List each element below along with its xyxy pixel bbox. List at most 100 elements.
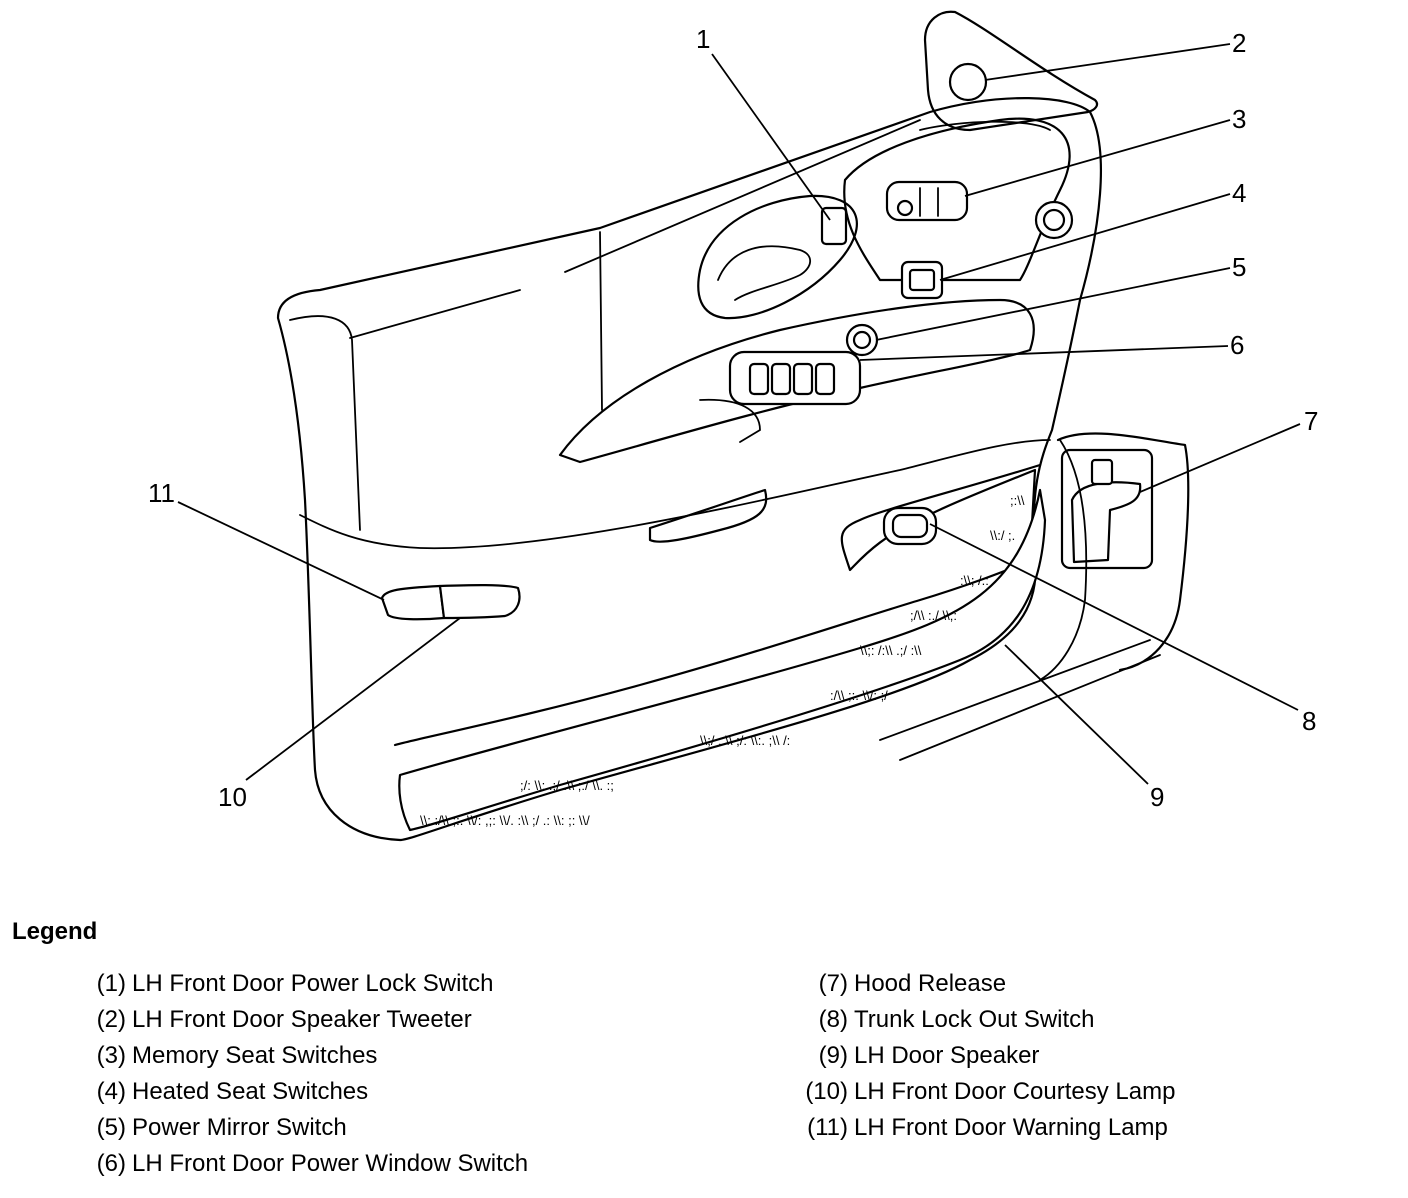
svg-text:;:\\: ;:\\ bbox=[1010, 493, 1025, 508]
legend-item-label: Power Mirror Switch bbox=[132, 1114, 347, 1141]
legend-item-number: (11) bbox=[807, 1114, 848, 1141]
tweeter-speaker bbox=[948, 62, 988, 102]
upper-bezel bbox=[843, 117, 1071, 282]
legend-column-right: (7)Hood Release (8)Trunk Lock Out Switch… bbox=[782, 966, 1342, 1146]
legend-item-number: (6) bbox=[96, 1150, 126, 1177]
door-trim-seam bbox=[564, 119, 921, 273]
legend-item-label: LH Front Door Courtesy Lamp bbox=[854, 1078, 1176, 1105]
legend-column-left: (1)LH Front Door Power Lock Switch (2)LH… bbox=[60, 966, 680, 1182]
legend-item-label: LH Front Door Warning Lamp bbox=[854, 1114, 1168, 1141]
map-pocket-rim bbox=[393, 463, 1042, 747]
speaker-grille-texture: \\: :/\\ ;:. \\/: ,;: \\/. :\\ ;/ .: \\:… bbox=[420, 493, 1025, 828]
svg-text::/\\ ;:. \\/: ;/: :/\\ ;:. \\/: ;/ bbox=[830, 688, 888, 703]
leader-2 bbox=[984, 43, 1231, 81]
legend-item: (2)LH Front Door Speaker Tweeter bbox=[60, 1002, 680, 1038]
legend-item-number: (7) bbox=[818, 970, 848, 997]
door-panel-diagram: \\: :/\\ ;:. \\/: ,;: \\/. :\\ ;/ .: \\:… bbox=[148, 10, 1318, 842]
legend-item-number: (9) bbox=[818, 1042, 848, 1069]
hood-release-lever bbox=[1090, 458, 1114, 486]
leader-6 bbox=[859, 345, 1229, 361]
svg-text::\\; /.:: :\\; /.: bbox=[960, 573, 989, 588]
trunk-lockout-button bbox=[891, 513, 929, 539]
callout-4: 4 bbox=[1232, 178, 1246, 208]
legend-item-label: LH Front Door Speaker Tweeter bbox=[132, 1006, 472, 1033]
sill-line-1 bbox=[879, 639, 1151, 741]
hood-release-housing bbox=[1056, 432, 1190, 672]
legend-item-label: LH Front Door Power Window Switch bbox=[132, 1150, 529, 1177]
callout-9: 9 bbox=[1150, 782, 1164, 812]
leader-9 bbox=[1004, 644, 1149, 785]
legend-item: (7)Hood Release bbox=[782, 966, 1342, 1002]
door-trim-seam-2 bbox=[349, 289, 521, 339]
leader-4 bbox=[939, 193, 1231, 281]
svg-text:\\;/ :.\\ ;/: \\:. ;\\ /:: \\;/ :.\\ ;/: \\:. ;\\ /: bbox=[700, 733, 790, 748]
legend-item-number: (8) bbox=[818, 1006, 848, 1033]
warning-lamp bbox=[380, 584, 446, 621]
legend-item: (4)Heated Seat Switches bbox=[60, 1074, 680, 1110]
memory-seat-switch bbox=[885, 180, 969, 222]
door-trim-vertical bbox=[599, 231, 603, 411]
upper-bezel-inner bbox=[919, 120, 1051, 131]
leader-1 bbox=[711, 53, 831, 221]
legend-item-label: Hood Release bbox=[854, 970, 1007, 997]
callout-10: 10 bbox=[218, 782, 247, 812]
legend-item-number: (2) bbox=[96, 1006, 126, 1033]
leader-3 bbox=[964, 119, 1231, 197]
svg-text:\\;: /:\\ .;/ :\\: \\;: /:\\ .;/ :\\ bbox=[860, 643, 922, 658]
legend-item-label: Heated Seat Switches bbox=[132, 1078, 369, 1105]
pull-pocket bbox=[648, 488, 768, 543]
leader-5 bbox=[875, 267, 1231, 341]
callout-1: 1 bbox=[696, 24, 710, 54]
power-window-switches bbox=[748, 362, 836, 396]
heated-seat-button bbox=[908, 268, 936, 292]
svg-text:;/\\ :./ \\;:: ;/\\ :./ \\;: bbox=[910, 608, 957, 623]
door-speaker-grille bbox=[398, 488, 1047, 832]
memory-seat-button bbox=[896, 199, 914, 217]
svg-text:;/: \\: .;/ :\\ ;:/ \\. :;: ;/: \\: .;/ :\\ ;:/ \\. :; bbox=[520, 778, 614, 793]
legend-item: (6)LH Front Door Power Window Switch bbox=[60, 1146, 680, 1182]
door-panel-inner-edge bbox=[289, 315, 361, 531]
legend-item-number: (5) bbox=[96, 1114, 126, 1141]
power-mirror-knob bbox=[852, 330, 872, 350]
hood-release-handle bbox=[1070, 481, 1142, 564]
legend-item: (10)LH Front Door Courtesy Lamp bbox=[782, 1074, 1342, 1110]
legend-item: (1)LH Front Door Power Lock Switch bbox=[60, 966, 680, 1002]
legend-item: (5)Power Mirror Switch bbox=[60, 1110, 680, 1146]
callout-5: 5 bbox=[1232, 252, 1246, 282]
legend-item-label: Memory Seat Switches bbox=[132, 1042, 378, 1069]
door-rear-edge bbox=[1039, 439, 1088, 681]
legend-item: (8)Trunk Lock Out Switch bbox=[782, 1002, 1342, 1038]
armrest-upper-edge bbox=[299, 439, 1051, 550]
leader-11 bbox=[177, 501, 385, 601]
legend-item-label: Trunk Lock Out Switch bbox=[854, 1006, 1095, 1033]
legend-title: Legend bbox=[12, 918, 98, 945]
callout-2: 2 bbox=[1232, 28, 1246, 58]
callout-3: 3 bbox=[1232, 104, 1246, 134]
leader-8 bbox=[929, 523, 1299, 711]
callout-11: 11 bbox=[148, 478, 175, 508]
legend-item-number: (1) bbox=[96, 970, 126, 997]
leader-10 bbox=[245, 617, 461, 781]
tweeter-pillar bbox=[923, 10, 1099, 132]
door-handle-bezel bbox=[697, 194, 858, 320]
door-knob-inner bbox=[1042, 208, 1066, 232]
courtesy-lamp bbox=[438, 584, 521, 620]
legend-item-label: LH Door Speaker bbox=[854, 1042, 1040, 1069]
leader-7 bbox=[1139, 423, 1301, 493]
legend-item: (3)Memory Seat Switches bbox=[60, 1038, 680, 1074]
legend-item-label: LH Front Door Power Lock Switch bbox=[132, 970, 494, 997]
svg-text:\\: :/\\ ;:. \\/: ,;: \\/. :\\: \\: :/\\ ;:. \\/: ,;: \\/. :\\ ;/ .: \\:… bbox=[420, 813, 590, 828]
svg-text:\\:/ ;.: \\:/ ;. bbox=[990, 528, 1015, 543]
door-handle-lever bbox=[717, 245, 812, 301]
armrest-top bbox=[558, 298, 1035, 464]
callout-8: 8 bbox=[1302, 706, 1316, 736]
armrest-front-lip bbox=[699, 398, 761, 443]
callout-7: 7 bbox=[1304, 406, 1318, 436]
legend-item: (9)LH Door Speaker bbox=[782, 1038, 1342, 1074]
sill-line-2 bbox=[899, 654, 1161, 761]
legend-item-number: (4) bbox=[96, 1078, 126, 1105]
legend-item-number: (3) bbox=[96, 1042, 126, 1069]
callout-6: 6 bbox=[1230, 330, 1244, 360]
legend-item-number: (10) bbox=[805, 1078, 848, 1105]
legend-item: (11)LH Front Door Warning Lamp bbox=[782, 1110, 1342, 1146]
